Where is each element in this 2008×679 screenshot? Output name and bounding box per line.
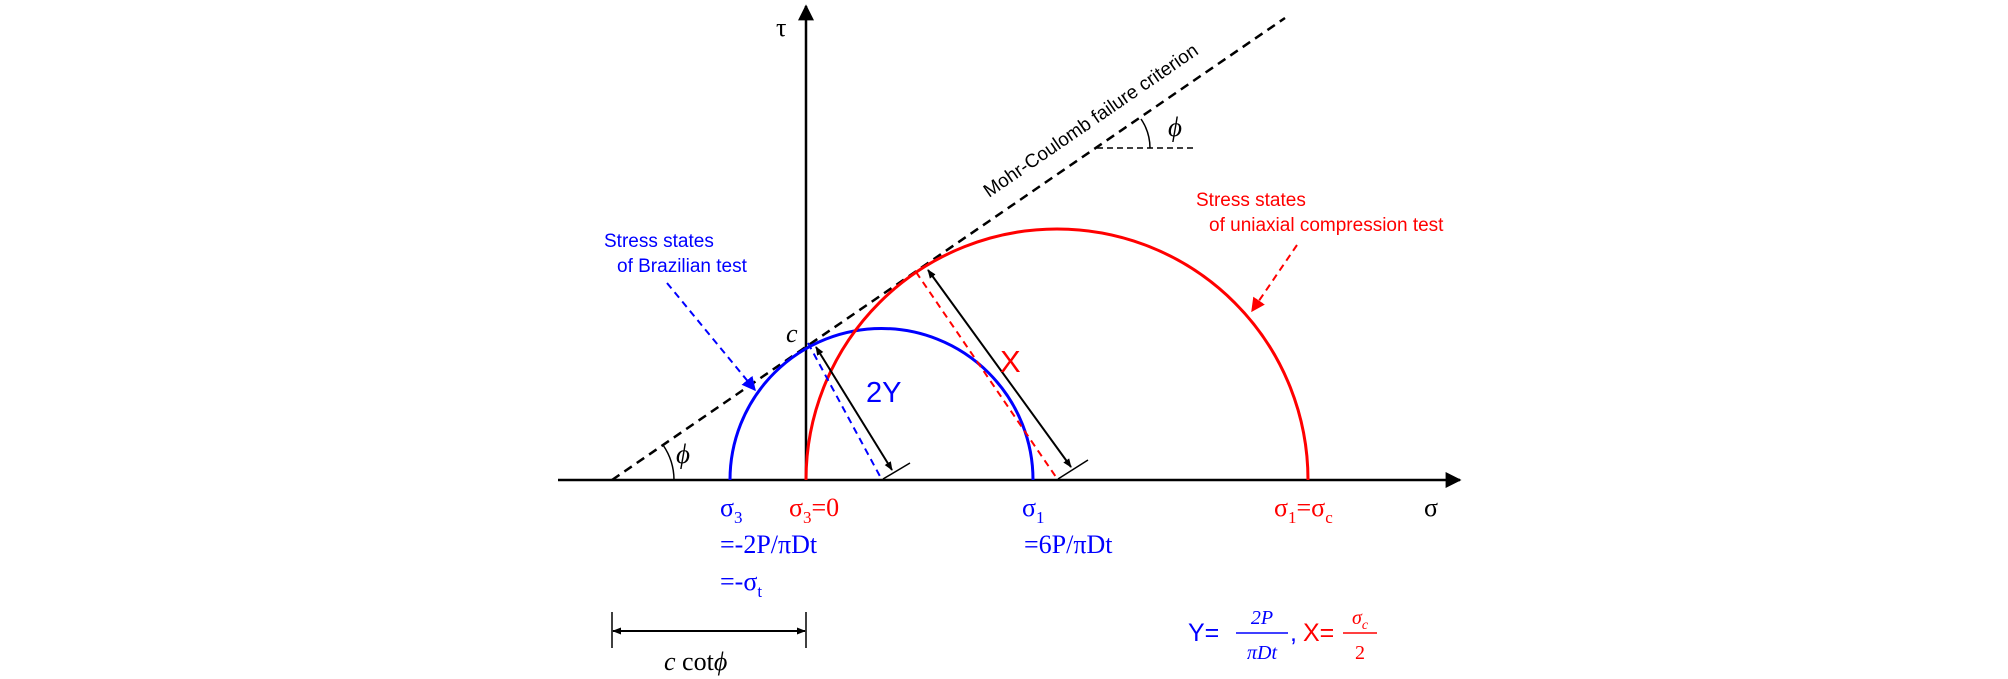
brazilian-caption-line1: Stress states [604, 231, 714, 252]
upper-angle-arc [1140, 118, 1151, 149]
brazilian-sigma3-tensile: =-σt [720, 567, 762, 601]
upper-angle-symbol: ϕ [1168, 112, 1182, 142]
brazilian-dimension-arrow [815, 346, 893, 471]
lower-angle-symbol: ϕ [676, 439, 690, 469]
uniaxial-sigma3-label: σ3=0 [789, 493, 839, 527]
brazilian-sigma1-value: =6P/πDt [1024, 530, 1113, 559]
uniaxial-mohr-circle [804, 227, 1310, 481]
formula: Y= 2P πDt , X= σc 2 [1188, 607, 1377, 664]
brazilian-caption-line2: of Brazilian test [617, 256, 748, 277]
brazilian-sigma3-value: =-2P/πDt [720, 530, 818, 559]
brazilian-radius-label: 2Y [866, 377, 901, 409]
brazilian-sigma1-label: σ1 [1022, 493, 1045, 527]
cohesion-label: c [786, 319, 798, 348]
uniaxial-extension-tick [1057, 459, 1089, 480]
brazilian-caption-pointer [666, 282, 756, 392]
formula-y-numerator: 2P [1251, 607, 1273, 629]
formula-x-denominator: 2 [1355, 642, 1365, 664]
lower-angle-arc [662, 444, 675, 481]
uniaxial-caption-line1: Stress states [1196, 190, 1306, 211]
uniaxial-radius-label: X [1000, 344, 1021, 379]
formula-x-numerator: σc [1352, 607, 1369, 633]
sigma-axis-label: σ [1424, 493, 1438, 522]
formula-y-label: Y= [1188, 619, 1219, 647]
formula-y-denominator: πDt [1247, 642, 1277, 664]
brazilian-extension-tick [882, 462, 911, 480]
uniaxial-caption-line2: of uniaxial compression test [1209, 215, 1444, 236]
uniaxial-dimension-arrow [927, 269, 1072, 468]
tau-axis-label: τ [776, 13, 786, 42]
failure-envelope [611, 16, 1286, 482]
brazilian-sigma3-label: σ3 [720, 493, 743, 527]
formula-separator: , [1290, 619, 1297, 647]
uniaxial-sigma1-label: σ1=σc [1274, 493, 1333, 527]
cot-dimension-label: c cotϕ [664, 647, 727, 676]
uniaxial-caption-pointer [1251, 244, 1298, 313]
brazilian-radius-dashed [807, 342, 883, 481]
formula-x-label: X= [1296, 619, 1334, 647]
uniaxial-radius-dashed [915, 271, 1059, 481]
